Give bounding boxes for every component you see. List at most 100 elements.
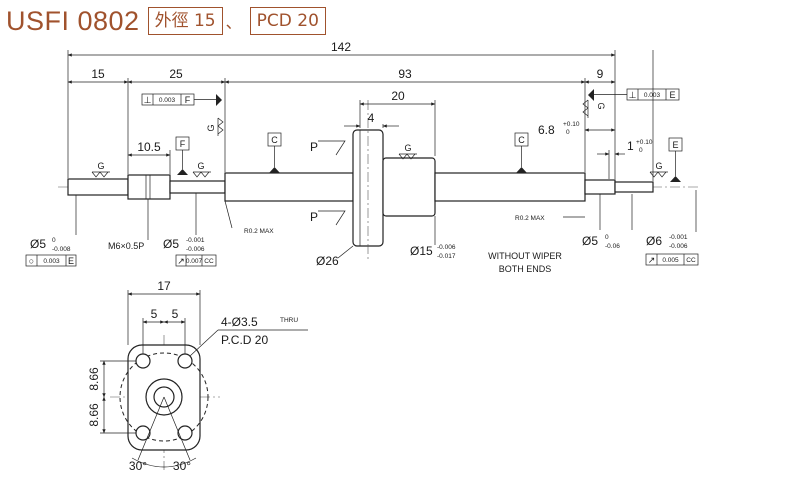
callout-d6: Ø6 (646, 234, 662, 248)
pcd-tag: PCD 20 (249, 7, 326, 35)
left-journal (67, 178, 129, 196)
flange-front-view: 17 5 5 4-Ø3.5 THRU P.C.D 20 8.66 8.66 30… (87, 279, 308, 473)
svg-text:⊥: ⊥ (144, 95, 152, 105)
callout-d26: Ø26 (316, 254, 339, 268)
datum-pointer (216, 94, 222, 106)
callout-radius-left: R0.2 MAX (244, 228, 274, 235)
svg-text:G: G (596, 102, 606, 109)
mounting-hole (135, 353, 151, 369)
screw-shaft-right (434, 172, 586, 202)
datum-e: E (668, 137, 683, 182)
callout-thru: THRU (280, 317, 298, 324)
note-wiper-2: BOTH ENDS (499, 264, 552, 274)
svg-text:G: G (655, 161, 662, 171)
surface-mark-g: G G G G G G (91, 99, 668, 178)
svg-text:0.003: 0.003 (43, 258, 60, 265)
svg-text:0.003: 0.003 (159, 97, 176, 104)
dim-step-lower: 0 (639, 147, 643, 154)
svg-text:C: C (518, 135, 525, 145)
dimension-lines (67, 50, 654, 181)
mounting-hole (177, 353, 193, 369)
outer-diameter-tag: 外徑 15 (147, 7, 223, 35)
dim-middle: 93 (398, 67, 412, 81)
callout-pcd: P.C.D 20 (221, 333, 268, 347)
dim-flange-width: 17 (157, 279, 171, 293)
callout-d15: Ø15 (410, 244, 433, 258)
svg-text:E: E (68, 256, 74, 266)
svg-text:C: C (271, 135, 278, 145)
dim-distance-upper: +0.10 (563, 121, 580, 128)
right-end (614, 181, 654, 193)
svg-text:0: 0 (52, 237, 56, 244)
svg-text:G: G (404, 143, 411, 153)
shaft-view (58, 100, 700, 260)
nut-body (382, 157, 436, 217)
dim-vertical-1: 8.66 (87, 367, 101, 391)
title-separator: 、 (225, 13, 242, 32)
dim-distance-lower: 0 (566, 129, 570, 136)
runout-frame-2: ↗ 0.005 CC (645, 253, 699, 266)
dim-hole-offset-2: 5 (172, 307, 179, 321)
dim-angle-2: 30° (173, 459, 191, 473)
dim-vertical-2: 8.66 (87, 403, 101, 427)
dim-journal: 25 (169, 67, 183, 81)
perpendicularity-frame-right: ⊥ 0.003 E (588, 88, 680, 101)
svg-text:-0.006: -0.006 (186, 246, 205, 253)
dim-flange-length: 20 (391, 89, 405, 103)
note-wiper-1: WITHOUT WIPER (488, 251, 562, 261)
dim-distance: 6.8 (538, 123, 555, 137)
dim-hole-offset-1: 5 (151, 307, 158, 321)
callout-radius-right: R0.2 MAX (515, 215, 545, 222)
svg-text:0.007: 0.007 (186, 258, 203, 265)
datum-c-left: C (267, 132, 282, 173)
gdt-annotations: ⊥ 0.003 F ⊥ 0.003 E F C (91, 88, 683, 226)
svg-text:E: E (669, 90, 675, 100)
svg-text:↗: ↗ (648, 255, 656, 265)
svg-text:↗: ↗ (177, 256, 185, 266)
datum-c-right: C (514, 132, 529, 173)
callout-holes: 4-Ø3.5 (221, 315, 258, 329)
svg-text:-0.006: -0.006 (437, 244, 456, 251)
svg-text:P: P (310, 210, 318, 224)
thread-section (127, 174, 171, 200)
svg-text:0: 0 (605, 234, 609, 241)
dim-pilot: 10.5 (137, 140, 161, 154)
dim-step: 1 (627, 139, 634, 153)
svg-text:G: G (197, 161, 204, 171)
svg-text:-0.06: -0.06 (605, 243, 620, 250)
svg-text:F: F (185, 95, 191, 105)
datum-f: F (175, 136, 190, 175)
callout-thread: M6×0.5P (108, 241, 144, 251)
svg-text:-0.001: -0.001 (186, 237, 205, 244)
svg-text:CC: CC (204, 258, 214, 265)
pcd-circle (119, 352, 209, 442)
svg-text:CC: CC (686, 257, 696, 264)
perpendicularity-frame-left: ⊥ 0.003 F (141, 93, 222, 106)
svg-text:G: G (97, 161, 104, 171)
support-journal (169, 180, 226, 194)
title-bar: USFI 0802 外徑 15 、 PCD 20 (6, 3, 326, 39)
callout-d5: Ø5 (30, 237, 46, 251)
dim-right-end: 9 (597, 67, 604, 81)
svg-text:0.003: 0.003 (644, 92, 661, 99)
svg-text:E: E (672, 140, 678, 150)
dimension-values: 142 15 25 93 9 20 4 10.5 6.8 +0.10 0 1 +… (91, 40, 653, 154)
circularity-frame: ○ 0.003 E (25, 254, 77, 267)
svg-text:○: ○ (29, 256, 34, 266)
svg-text:P: P (310, 140, 318, 154)
right-journal (584, 179, 616, 195)
datum-p-marks: P P (310, 140, 346, 226)
dim-angle-1: 30° (129, 459, 147, 473)
dim-step-upper: +0.10 (636, 139, 653, 146)
svg-text:-0.017: -0.017 (437, 253, 456, 260)
dim-overall: 142 (331, 40, 351, 54)
svg-text:-0.008: -0.008 (52, 246, 71, 253)
shaft-callouts: Ø5 0 -0.008 ○ 0.003 E M6×0.5P Ø5 -0.001 … (25, 190, 699, 274)
svg-text:-0.006: -0.006 (669, 243, 688, 250)
svg-text:⊥: ⊥ (629, 90, 637, 100)
model-number: USFI 0802 (6, 5, 140, 36)
svg-text:-0.001: -0.001 (669, 234, 688, 241)
runout-frame-1: ↗ 0.007 CC (175, 254, 217, 267)
svg-text:F: F (180, 139, 186, 149)
